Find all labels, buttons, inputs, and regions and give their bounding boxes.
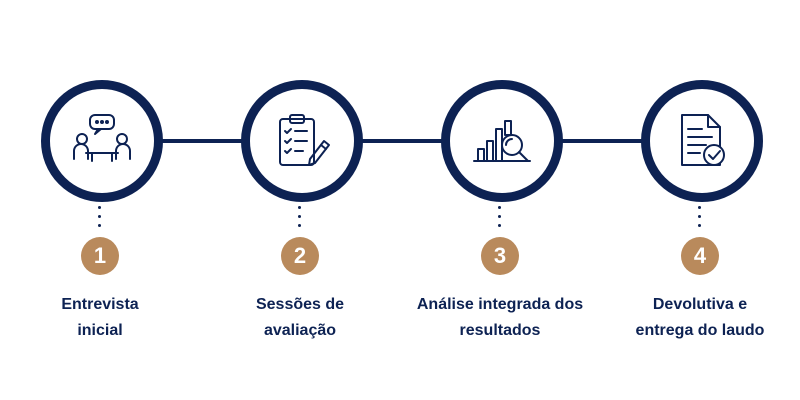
step-4-label: Devolutiva e entrega do laudo [600,292,800,344]
step-4-dots [698,206,702,232]
step-1-label-line2: inicial [77,322,123,339]
step-2-number-badge: 2 [281,237,319,275]
step-3-circle [441,80,563,202]
step-4-circle [641,80,763,202]
step-1: 1 Entrevista inicial [0,0,200,400]
step-2: 2 Sessões de avaliação [200,0,400,400]
step-4-number-badge: 4 [681,237,719,275]
step-1-label-line1: Entrevista [61,296,139,313]
connector-line-3-4 [560,139,650,143]
step-3-dots [498,206,502,232]
step-1-number-badge: 1 [81,237,119,275]
step-4: 4 Devolutiva e entrega do laudo [600,0,800,400]
step-1-dots [98,206,102,232]
step-3-label-line1: Análise integrada dos [416,296,584,313]
connector-line-2-3 [360,139,450,143]
step-3-label: Análise integrada dos resultados [400,292,600,344]
step-3-number-badge: 3 [481,237,519,275]
step-4-label-line1: Devolutiva e [652,296,748,313]
document-check-icon [681,114,725,166]
clipboard-checklist-icon [279,114,330,166]
step-4-label-line2: entrega do laudo [635,322,765,339]
step-1-label: Entrevista inicial [0,292,200,344]
step-2-label-line2: avaliação [263,322,337,339]
interview-icon [73,114,131,162]
step-2-dots [298,206,302,232]
step-2-circle [241,80,363,202]
bar-chart-magnifier-icon [473,120,531,162]
step-3-label-line2: resultados [459,322,541,339]
step-2-label: Sessões de avaliação [200,292,400,344]
step-1-circle [41,80,163,202]
connector-line-1-2 [160,139,250,143]
step-3: 3 Análise integrada dos resultados [400,0,600,400]
step-2-label-line1: Sessões de [255,296,345,313]
